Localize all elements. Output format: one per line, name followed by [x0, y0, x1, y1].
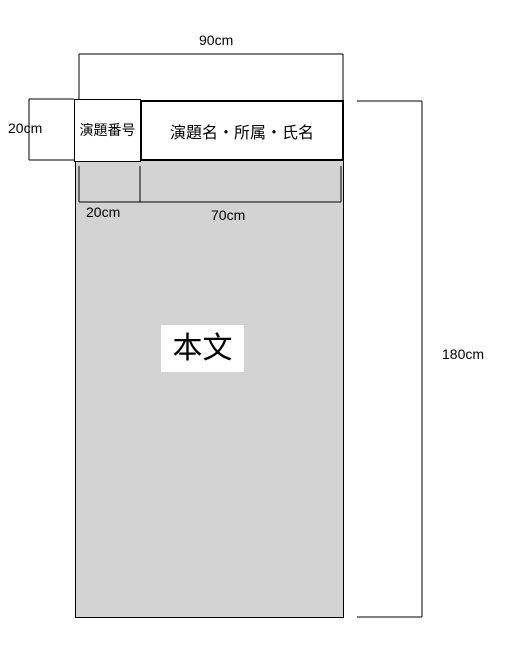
- title-width-label: 70cm: [211, 207, 246, 223]
- number-width-label: 20cm: [86, 204, 121, 220]
- poster-area: [75, 101, 344, 618]
- total-height-dimension: [357, 100, 423, 618]
- total-width-label: 90cm: [199, 32, 234, 48]
- title-box-label: 演題名・所属・氏名: [169, 122, 314, 142]
- total-height-label: 180cm: [442, 346, 485, 362]
- body-label: 本文: [161, 325, 244, 372]
- body-label-text: 本文: [172, 330, 233, 366]
- number-box: 演題番号: [74, 99, 141, 162]
- total-width-dimension: [78, 53, 344, 100]
- title-box: 演題名・所属・氏名: [140, 100, 344, 161]
- number-box-label: 演題番号: [79, 122, 136, 139]
- header-height-dimension: [28, 98, 74, 161]
- header-height-label: 20cm: [8, 120, 43, 136]
